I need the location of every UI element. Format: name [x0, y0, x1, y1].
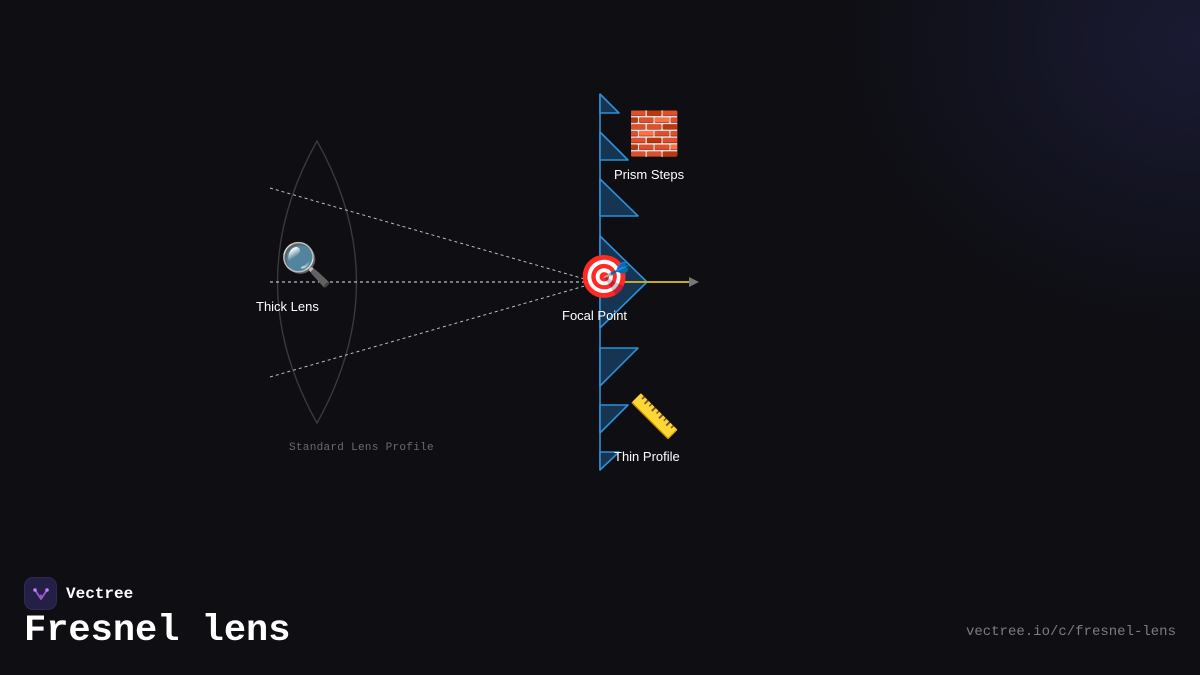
fresnel-step-7 [599, 451, 620, 471]
brand: Vectree [24, 577, 133, 610]
prism-steps-label: Prism Steps [614, 167, 685, 182]
magnifying-glass-icon: 🔍 [280, 240, 333, 289]
vectree-logo-icon [24, 577, 57, 610]
target-icon: 🎯 [578, 252, 631, 301]
page-title: Fresnel lens [24, 610, 291, 652]
thin-profile-label: Thin Profile [614, 449, 680, 464]
brick-icon: 🧱 [628, 109, 681, 158]
ray-top [269, 187, 589, 281]
focal-ray-arrowhead [689, 277, 699, 287]
fresnel-step-1 [599, 93, 620, 114]
fresnel-step-6 [599, 404, 629, 434]
fresnel-step-5 [599, 347, 639, 387]
focal-point-label: Focal Point [562, 308, 628, 323]
brand-name: Vectree [66, 584, 134, 603]
fresnel-step-3 [599, 178, 639, 217]
standard-lens-caption: Standard Lens Profile [289, 442, 434, 454]
source-url[interactable]: vectree.io/c/fresnel-lens [965, 624, 1176, 640]
ray-bottom [269, 284, 589, 378]
ruler-icon: 📏 [628, 392, 681, 441]
thick-lens-label: Thick Lens [256, 299, 319, 314]
fresnel-step-2 [599, 131, 629, 161]
thick-lens-outline [276, 139, 358, 425]
